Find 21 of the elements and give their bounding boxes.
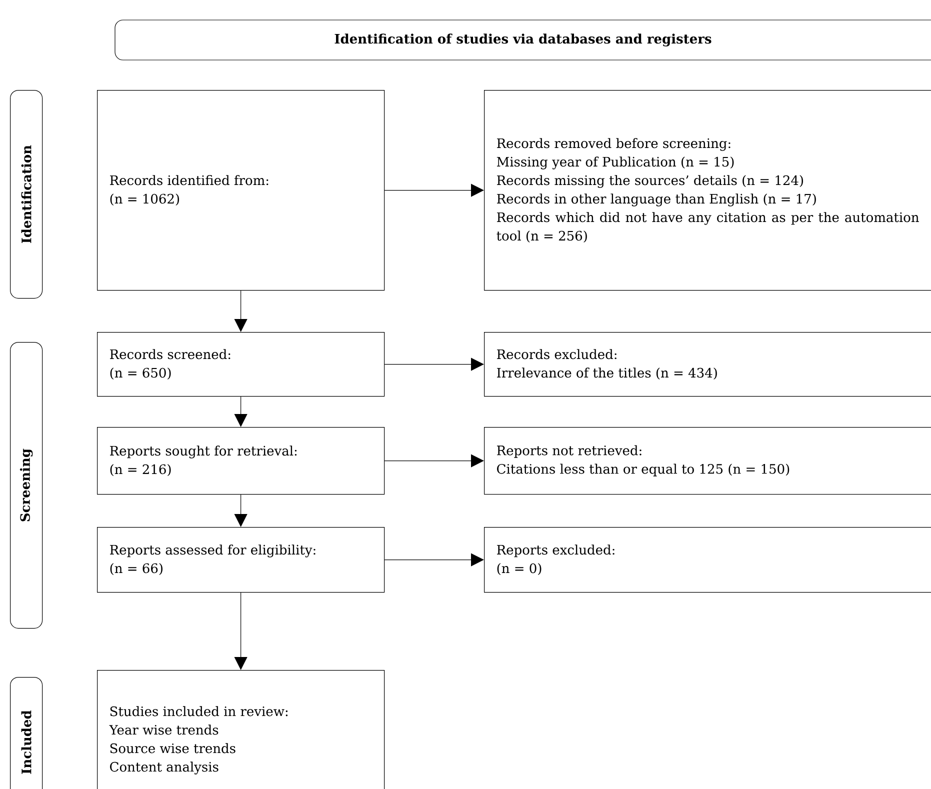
process-box: Records excluded: Irrelevance of the titles (n = 434) xyxy=(484,332,931,397)
arrow xyxy=(234,494,248,527)
process-box: Reports excluded: (n = 0) xyxy=(484,527,931,593)
stage-band: Included xyxy=(10,677,43,789)
process-box: Reports assessed for eligibility: (n = 66) xyxy=(97,527,385,593)
stage-band: Screening xyxy=(10,342,43,629)
arrow xyxy=(234,396,248,427)
process-box: Records identified from: (n = 1062) xyxy=(97,90,385,291)
arrow xyxy=(234,290,248,332)
process-box: Reports sought for retrieval: (n = 216) xyxy=(97,427,385,495)
stage-band: Identification xyxy=(10,90,43,299)
process-box: Records removed before screening: Missing year of Publication (n = 15) Records missing the sources’ details (n = 124) Records in other language than English (n = 17) Records which did not have any citation as per the automation tool (n = 256) xyxy=(484,90,931,291)
arrow xyxy=(384,454,484,468)
arrow xyxy=(384,553,484,566)
arrow xyxy=(384,358,484,371)
process-box: Studies included in review: Year wise trends Source wise trends Content analysis xyxy=(97,670,385,789)
process-box: Reports not retrieved: Citations less than or equal to 125 (n = 150) xyxy=(484,427,931,495)
process-box: Records screened: (n = 650) xyxy=(97,332,385,397)
title-box: Identification of studies via databases and registers xyxy=(114,20,931,60)
arrow xyxy=(384,184,484,197)
arrow xyxy=(234,592,248,670)
